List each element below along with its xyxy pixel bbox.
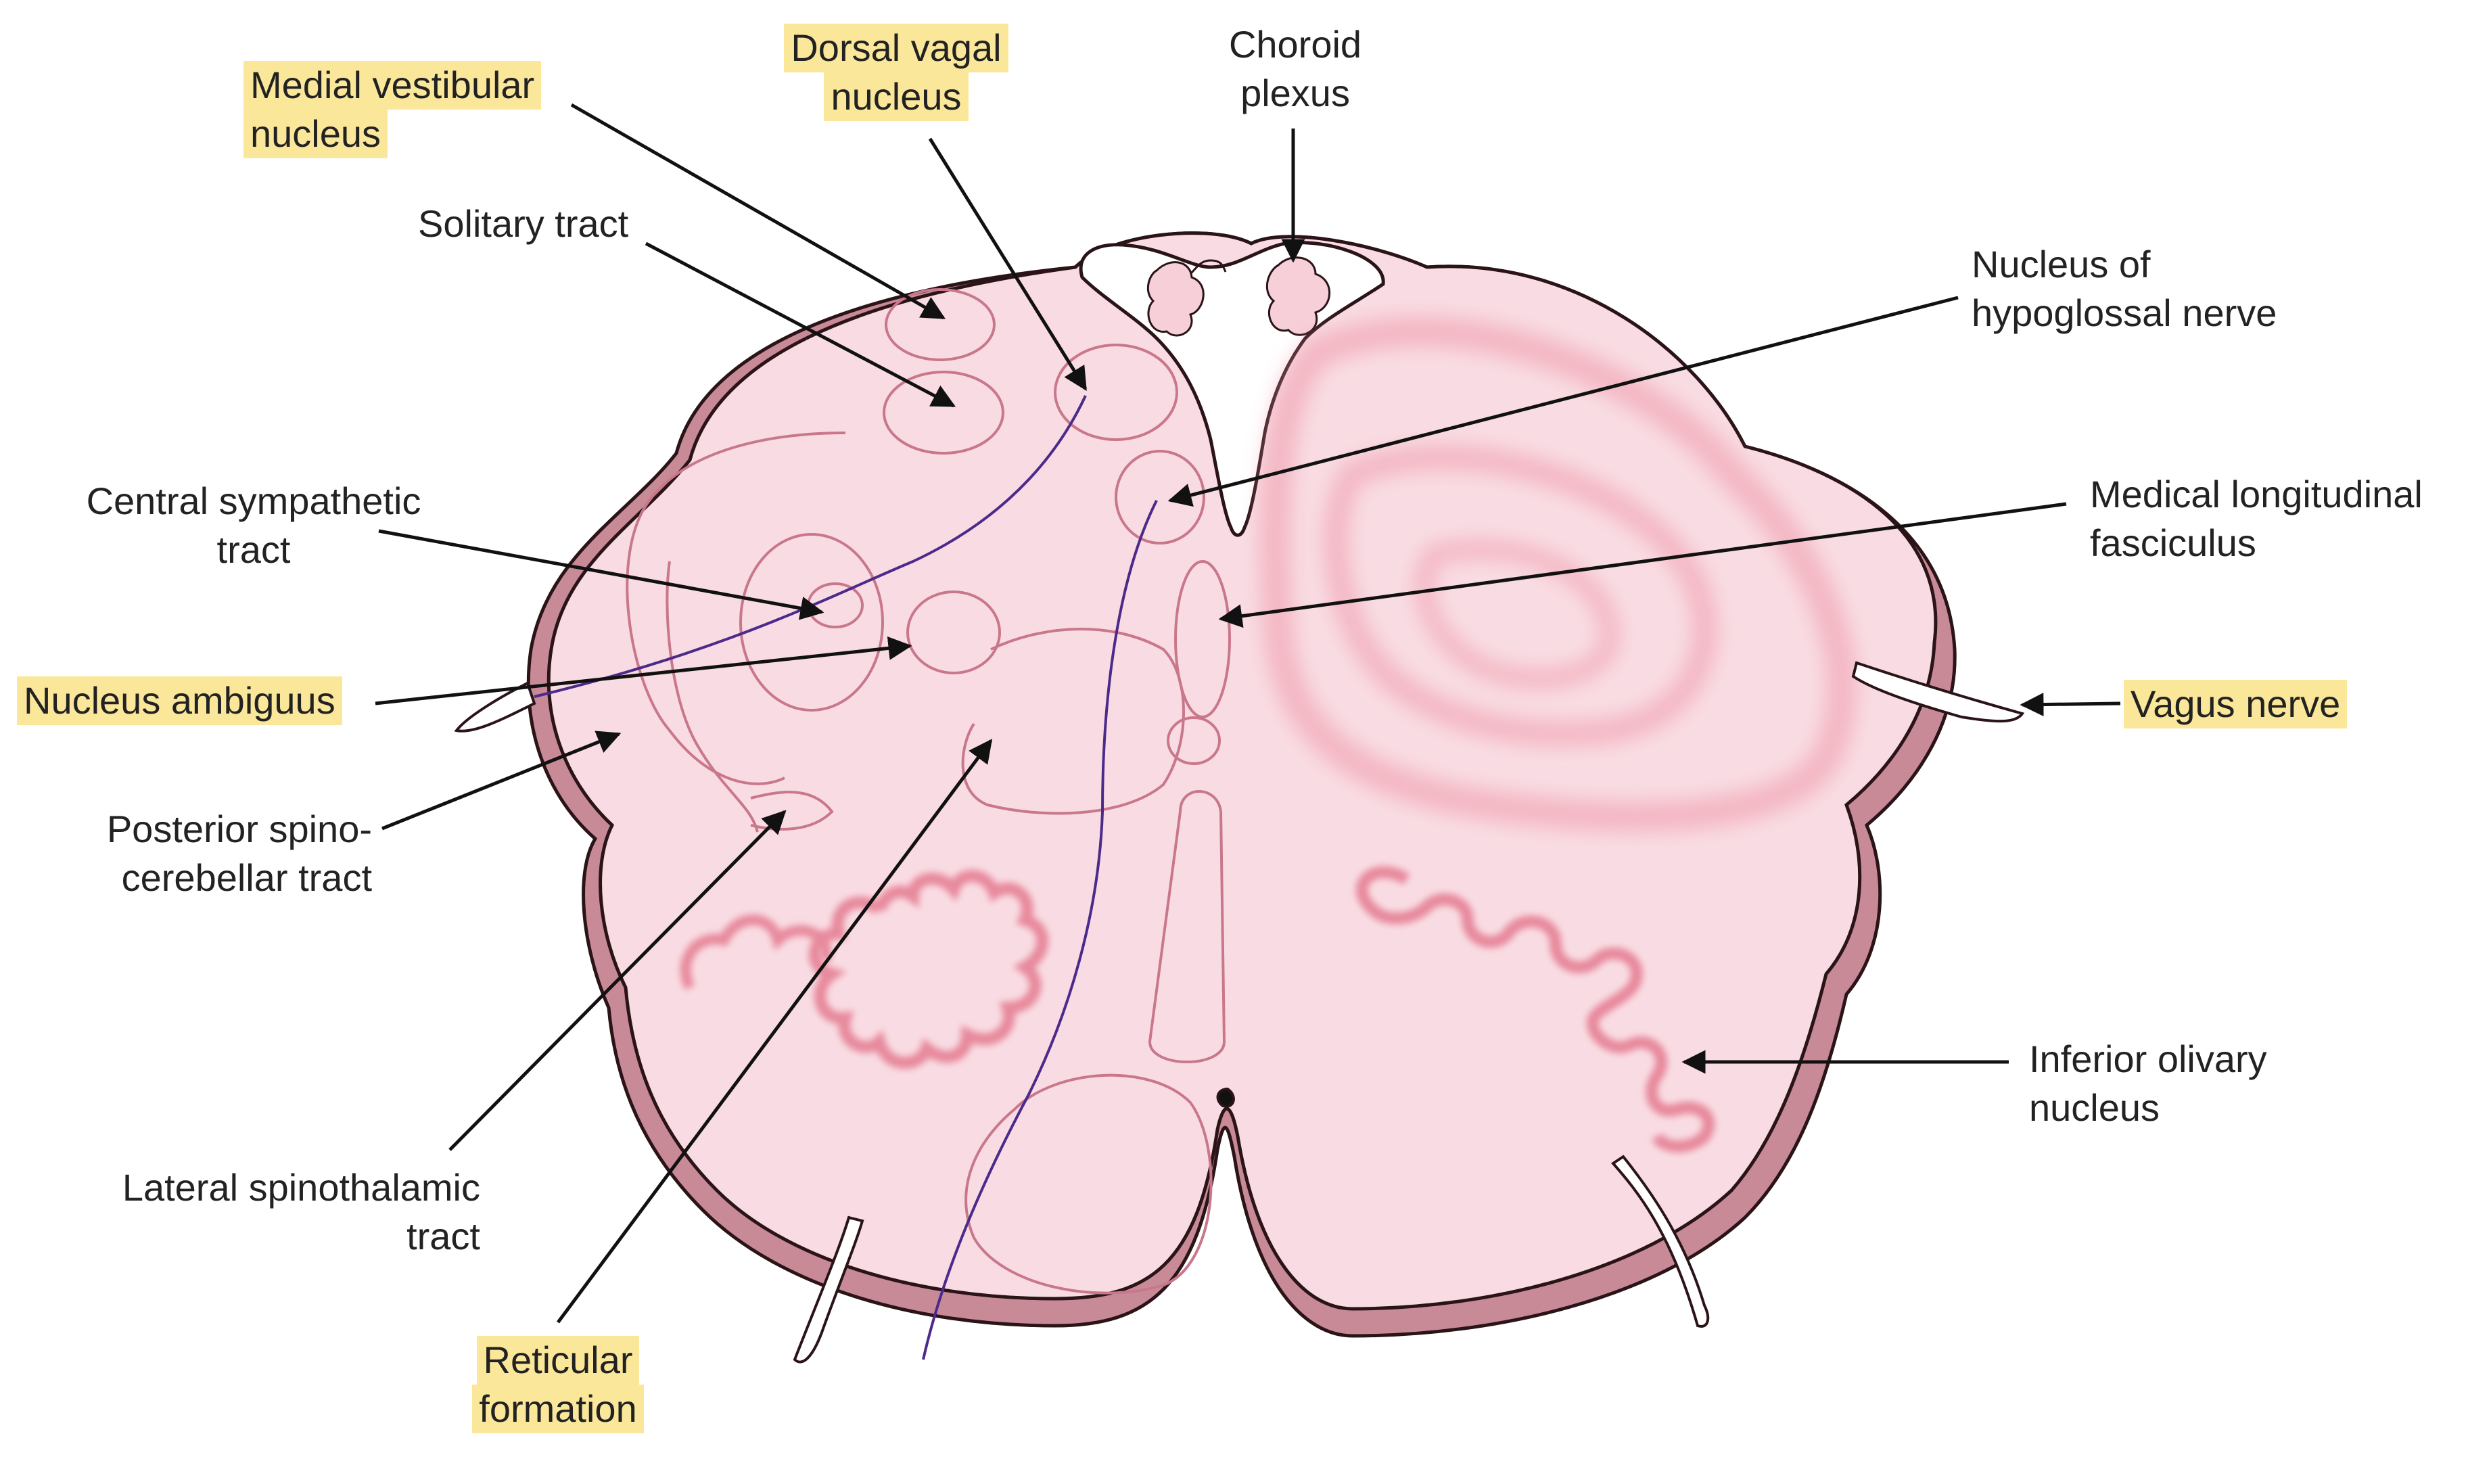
- arrow-dorsal-vagal: [928, 137, 1088, 391]
- arrow-vagus-nerve: [2020, 693, 2121, 717]
- label-vagus-nerve: Vagus nerve: [2124, 680, 2348, 728]
- right-diffuse-zones: [1259, 316, 1858, 833]
- choroid-plexus-tufts: [1146, 256, 1331, 337]
- vagal-pathway-line: [534, 395, 1158, 1360]
- arrow-hypoglossal: [1167, 296, 1959, 507]
- label-solitary-tract: Solitary tract: [418, 202, 629, 245]
- nerve-roots: [454, 661, 2025, 1364]
- arrow-mlf: [1218, 502, 2067, 628]
- label-nucleus-ambiguus: Nucleus ambiguus: [17, 676, 342, 725]
- leader-lines: [375, 103, 2121, 1324]
- arrow-solitary-tract: [645, 241, 956, 408]
- arrow-medial-vestibular: [570, 103, 946, 320]
- arrow-central-sympathetic: [378, 529, 824, 620]
- arrow-lateral-spinothalamic: [448, 810, 787, 1151]
- left-nuclei-outlines: [626, 288, 1231, 1295]
- inferior-olivary-nucleus-right: [1355, 866, 1715, 1153]
- label-posterior-spinocerebellar-tract: Posterior spino-cerebellar tract: [106, 808, 372, 899]
- arrow-posterior-spinocerebellar: [381, 731, 622, 831]
- inferior-olivary-nucleus-left: [808, 869, 1049, 1069]
- arrow-reticular-formation: [556, 739, 993, 1324]
- inferior-olivary-outer-left: [680, 914, 832, 990]
- arrow-nucleus-ambiguus: [375, 636, 912, 705]
